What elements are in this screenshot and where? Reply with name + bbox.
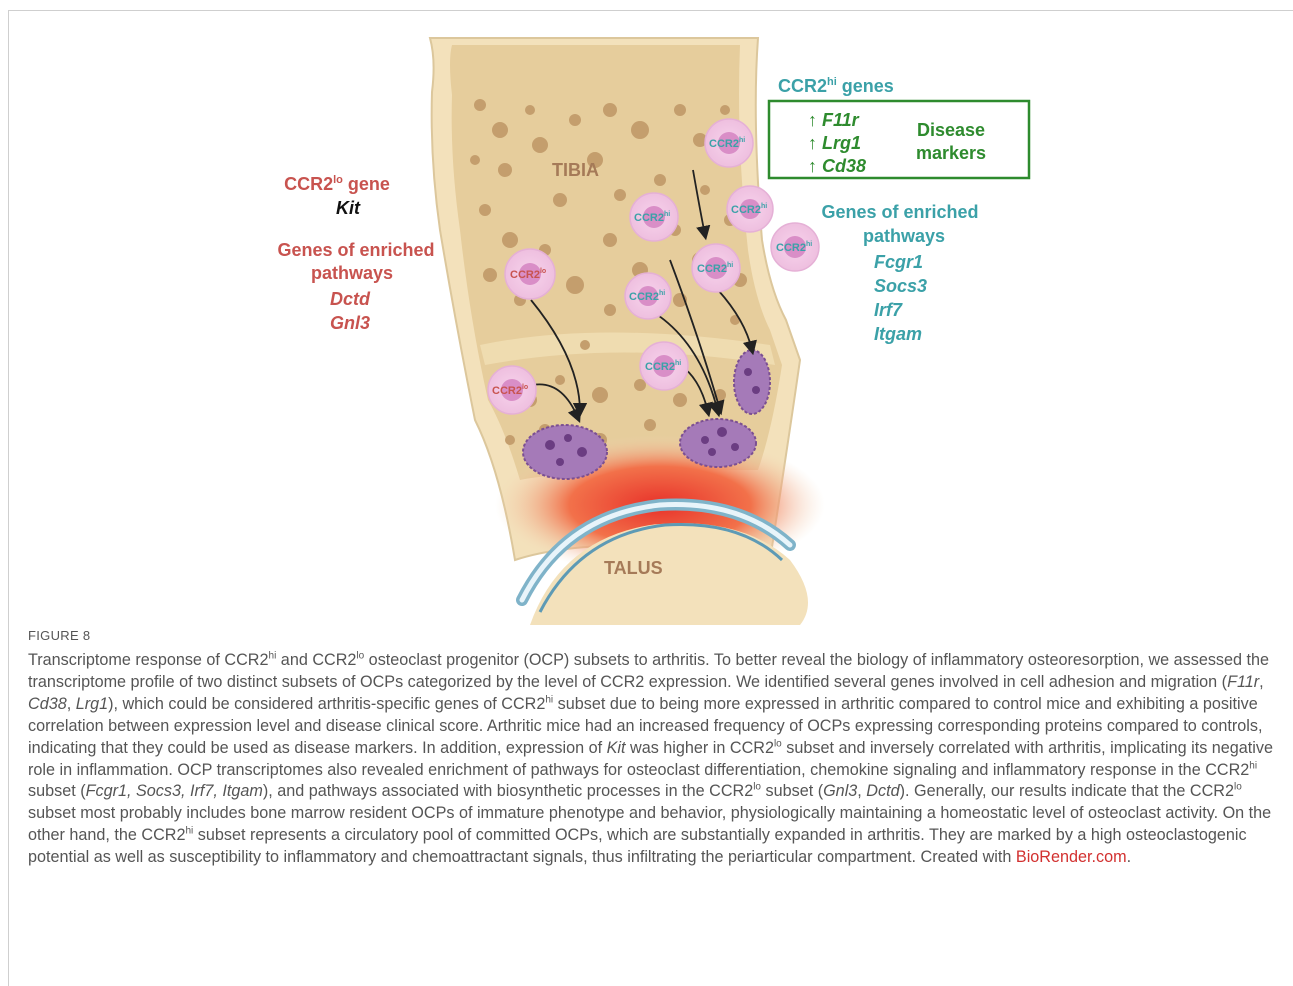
marker-gene-2: ↑ Cd38 bbox=[808, 156, 866, 176]
marker-gene-0: ↑ F11r bbox=[808, 110, 860, 130]
left-pathways-title-2: pathways bbox=[311, 263, 393, 283]
ccr2lo-gene-kit: Kit bbox=[336, 198, 361, 218]
marker-label-1: Disease bbox=[917, 120, 985, 140]
marker-label-2: markers bbox=[916, 143, 986, 163]
left-pathway-gene-0: Dctd bbox=[330, 289, 371, 309]
right-pathway-gene-2: Irf7 bbox=[874, 300, 903, 320]
right-pathway-gene-3: Itgam bbox=[874, 324, 922, 344]
talus-label: TALUS bbox=[604, 558, 663, 578]
marker-gene-1: ↑ Lrg1 bbox=[808, 133, 861, 153]
figure-caption: FIGURE 8 Transcriptome response of CCR2h… bbox=[28, 628, 1280, 869]
left-pathways-title-1: Genes of enriched bbox=[277, 240, 434, 260]
right-pathway-gene-0: Fcgr1 bbox=[874, 252, 923, 272]
ccr2lo-gene-title: CCR2lo gene bbox=[284, 174, 390, 194]
osteoclast-edge bbox=[734, 350, 770, 414]
figure-label: FIGURE 8 bbox=[28, 628, 1280, 643]
figure-illustration: CCR2hi CCR2hi CCR2hi CCR2hi CCR2hi CCR2h… bbox=[0, 0, 1293, 625]
right-pathways-title-2: pathways bbox=[863, 226, 945, 246]
biorender-link[interactable]: BioRender.com bbox=[1016, 848, 1127, 866]
right-pathway-gene-1: Socs3 bbox=[874, 276, 927, 296]
osteoclast-right bbox=[680, 419, 756, 467]
right-pathways-title-1: Genes of enriched bbox=[821, 202, 978, 222]
ccr2hi-genes-title: CCR2hi genes bbox=[778, 76, 894, 96]
tibia-label: TIBIA bbox=[552, 160, 599, 180]
osteoclast-left bbox=[523, 425, 607, 479]
caption-text: Transcriptome response of CCR2hi and CCR… bbox=[28, 650, 1280, 869]
left-pathway-gene-1: Gnl3 bbox=[330, 313, 370, 333]
